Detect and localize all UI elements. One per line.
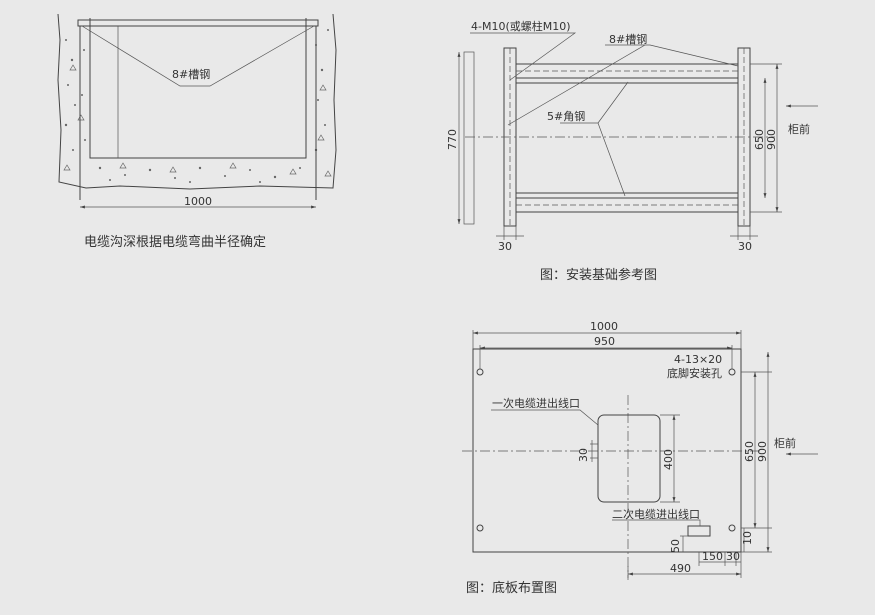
trench-section-drawing: 8#槽钢 1000 电缆沟深根据电缆弯曲半径确定 <box>57 13 337 250</box>
base-dim-490: 490 <box>670 562 691 575</box>
base-dim-50: 50 <box>669 539 682 553</box>
foundation-dim-900: 900 <box>765 129 778 150</box>
primary-opening-label: 一次电缆进出线口 <box>492 396 580 410</box>
base-dim-30b: 30 <box>726 550 740 563</box>
foundation-dim-30-left: 30 <box>498 240 512 253</box>
foundation-dim-770: 770 <box>446 129 459 150</box>
foundation-dim-650: 650 <box>753 129 766 150</box>
foundation-caption: 图：安装基础参考图 <box>540 267 657 283</box>
holes-label-line2: 底脚安装孔 <box>667 366 722 380</box>
trench-caption: 电缆沟深根据电缆弯曲半径确定 <box>84 234 266 250</box>
base-dim-900: 900 <box>756 441 769 462</box>
secondary-opening-leader <box>612 519 701 526</box>
primary-dim-30: 30 <box>577 448 590 462</box>
mount-hole-bottom-left <box>476 524 484 532</box>
primary-cable-opening <box>597 414 661 503</box>
primary-opening-leader <box>491 409 599 426</box>
holes-label-line1: 4-13×20 <box>674 353 722 366</box>
foundation-angle-leader-bottom <box>597 122 626 197</box>
primary-dim-400: 400 <box>662 449 675 470</box>
trench-gravel-fill <box>63 29 332 183</box>
trench-channel-label: 8#槽钢 <box>172 68 210 81</box>
trench-dim-1000: 1000 <box>184 195 212 208</box>
foundation-left-profile <box>463 51 475 225</box>
foundation-cabinet-front: 柜前 <box>788 122 810 136</box>
base-dim-150: 150 <box>702 550 723 563</box>
base-dim-10: 10 <box>741 531 754 545</box>
mount-hole-top-right <box>728 368 736 376</box>
base-dim-650: 650 <box>743 441 756 462</box>
base-dim-1000: 1000 <box>590 320 618 333</box>
base-plate-caption: 图：底板布置图 <box>466 580 557 596</box>
foundation-channel-label: 8#槽钢 <box>609 33 647 46</box>
foundation-bolt-leader <box>470 32 577 81</box>
foundation-bolt-leader2 <box>507 44 646 126</box>
trench-concrete-outline <box>57 13 337 190</box>
mount-hole-bottom-right <box>728 524 736 532</box>
foundation-angle-label: 5#角钢 <box>547 110 585 123</box>
base-plate-drawing: 一次电缆进出线口 30 400 二次电缆进出线口 1000 950 4-13×2… <box>462 320 818 596</box>
base-cabinet-front: 柜前 <box>774 436 796 450</box>
base-dim-950: 950 <box>594 335 615 348</box>
trench-inner-wall <box>89 18 307 159</box>
secondary-cable-opening <box>687 525 711 537</box>
foundation-dim-30-right: 30 <box>738 240 752 253</box>
trench-top-channel <box>77 19 319 27</box>
mount-hole-top-left <box>476 368 484 376</box>
foundation-channel-leader <box>605 44 739 67</box>
secondary-opening-label: 二次电缆进出线口 <box>612 507 700 521</box>
foundation-bolt-label: 4-M10(或螺柱M10) <box>471 19 571 33</box>
trench-channel-leader <box>81 25 315 87</box>
foundation-drawing: 4-M10(或螺柱M10) 8#槽钢 5#角钢 770 650 900 柜前 3… <box>446 19 818 283</box>
